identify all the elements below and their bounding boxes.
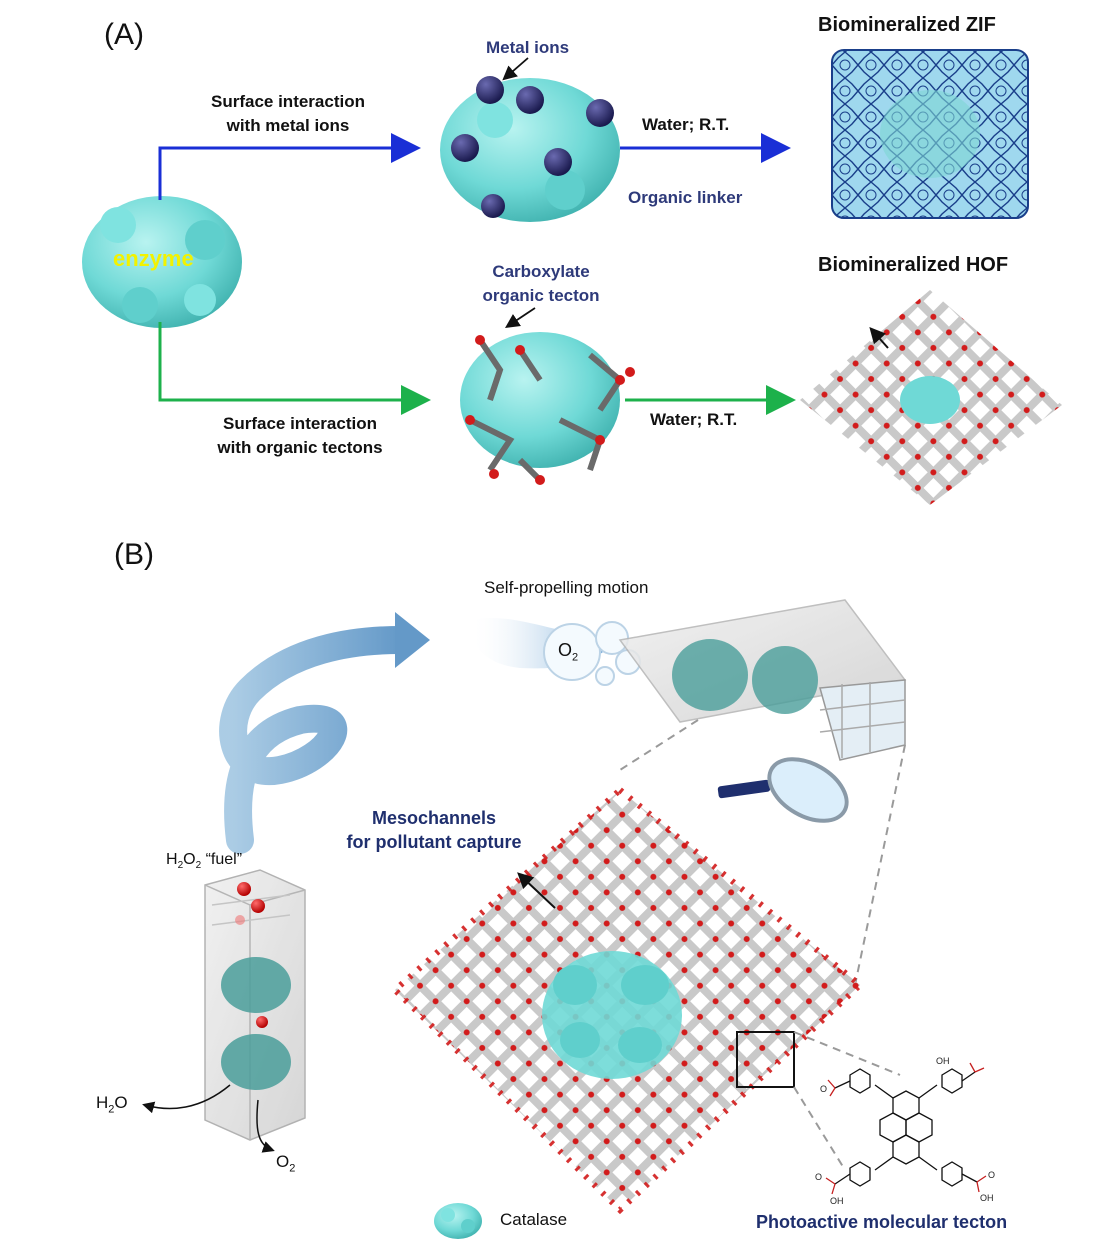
panel-b-label: (B) [114,538,154,571]
carboxylate-label-line1: Carboxylate [492,262,590,281]
o2-out-sub: 2 [289,1162,296,1175]
magnifying-glass-icon [717,757,849,823]
biomineralized-zif [831,49,1029,219]
helical-ribbon [219,612,430,854]
top-route-label-line2: with metal ions [226,116,350,135]
water-rt-bottom-label: Water; R.T. [650,410,738,429]
fuel-sub2: 2 [195,860,202,872]
protein-with-metal-ions [440,76,620,222]
mol-oh-bottom-left: OH [830,1196,844,1206]
biomineralized-hof-large [390,786,865,1215]
mol-o-top-left: O [820,1084,828,1094]
bottom-route-label-line1: Surface interaction [223,414,377,433]
panel-a-label: (A) [104,18,144,51]
metal-ions-pointer [502,57,529,81]
o2-bubble [543,623,601,681]
hof-title: Biomineralized HOF [818,254,1009,276]
o2-out-o: O [276,1152,290,1171]
fuel-word: “fuel” [201,851,243,868]
enzyme-label: enzyme [113,246,194,271]
o2-out-arrow [256,1099,275,1153]
carboxylate-label-line2: organic tecton [482,286,600,305]
top-route-label-line1: Surface interaction [211,92,365,111]
mesochannels-line2: for pollutant capture [346,832,522,852]
catalase-legend-icon [434,1203,482,1239]
organic-linker-label: Organic linker [628,188,743,207]
motion-label: Self-propelling motion [484,578,649,597]
tecton-zoom-box [736,1031,795,1088]
horizontal-motor-tube [618,599,907,761]
mol-oh-bottom-right: OH [980,1193,994,1203]
h2o-sub: 2 [108,1103,115,1116]
h2o-h: H [96,1093,109,1112]
mesochannels-line1: Mesochannels [371,808,497,828]
h2o-label: H2O [96,1093,128,1115]
mol-o-bottom-left: O [815,1172,823,1182]
o2-bubble-letter: O [558,640,573,660]
h2o-out-arrow [142,1084,231,1114]
zif-title: Biomineralized ZIF [818,14,996,36]
o2-bubble-label: O2 [558,640,578,664]
fuel-sub1: 2 [177,860,184,872]
enzyme-illustration [82,196,242,328]
bottom-route-label-line2: with organic tectons [217,438,383,457]
protein-with-tectons [460,332,635,485]
vertical-motor-tube [204,869,306,1141]
tecton-pointer [505,307,536,328]
water-rt-top-label: Water; R.T. [642,115,730,134]
catalase-legend-label: Catalase [500,1210,568,1229]
mesochannel-pointer [517,872,556,909]
biomineralized-hof-small [800,290,1062,505]
o2-out-label: O2 [276,1152,295,1174]
metal-ions-label: Metal ions [486,38,570,57]
fuel-o: O [183,851,196,868]
pyrene-tecton-structure [825,1062,987,1195]
zoom-line-left [619,719,699,771]
mol-o-bottom-right: O [988,1170,996,1180]
fuel-label: H2O2 “fuel” [166,851,242,871]
fuel-h: H [166,851,178,868]
photoactive-tecton-label: Photoactive molecular tecton [756,1212,1008,1232]
arrow-to-metal-ions [158,133,421,200]
o2-bubble-subscript: 2 [572,651,579,664]
zoom-line-right [854,744,906,986]
h2o-o: O [114,1093,128,1112]
arrow-to-organic-tectons [158,322,431,415]
mol-oh-top-right: OH [936,1056,950,1066]
